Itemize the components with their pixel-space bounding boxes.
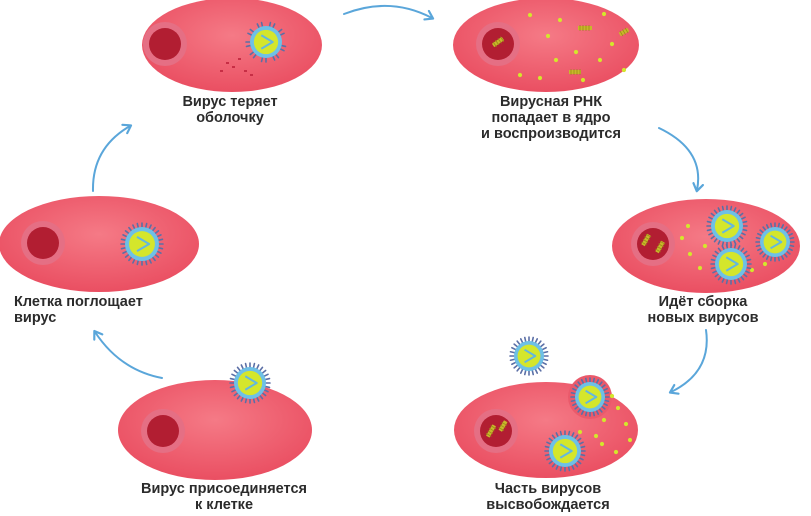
rna-strand (491, 36, 505, 48)
cell-attachment (118, 380, 312, 480)
caption-replication: Вирусная РНК попадает в ядро и воспроизв… (461, 94, 641, 142)
caption-line: Идёт сборка (658, 294, 748, 310)
virus-particle (570, 377, 610, 417)
rna-strand (578, 25, 592, 31)
virus-particle (755, 222, 795, 262)
virus-particle (245, 21, 287, 63)
caption-line: к клетке (194, 497, 254, 513)
caption-line: оболочку (196, 110, 264, 126)
rna-strand (641, 233, 652, 247)
virus-particle (710, 243, 752, 285)
rna-strand (498, 420, 508, 432)
cell-release (454, 375, 638, 478)
caption-line: Вирус теряет (182, 94, 278, 110)
rna-strand (569, 69, 581, 75)
cell-uncoating (142, 0, 322, 92)
rna-strand (655, 240, 666, 254)
viral-particles (220, 11, 768, 455)
cell-engulfment (0, 196, 199, 292)
virus-particle (509, 336, 549, 376)
cycle-arrow (91, 123, 133, 192)
cycle-arrow (668, 329, 708, 395)
viruses (120, 21, 795, 472)
caption-line: новых вирусов (647, 310, 759, 326)
caption-line: и воспроизводится (481, 126, 621, 142)
caption-release: Часть вирусов высвобождается (478, 481, 618, 513)
rna-strand (618, 27, 630, 37)
virus-particle (229, 362, 271, 404)
caption-line: высвобождается (486, 497, 610, 513)
cell-replication (453, 0, 639, 92)
caption-assembly: Идёт сборка новых вирусов (628, 294, 778, 326)
rna-strand (485, 424, 497, 438)
viral-rna (485, 25, 666, 438)
caption-engulfment: Клетка поглощает вирус (14, 294, 174, 326)
cycle-arrow (93, 329, 163, 379)
caption-line: Клетка поглощает (14, 294, 143, 310)
virus-particle (544, 430, 586, 472)
virus-particle (120, 222, 164, 266)
caption-uncoating: Вирус теряет оболочку (160, 94, 300, 126)
cycle-arrow (658, 127, 704, 193)
caption-line: Часть вирусов (494, 481, 602, 497)
cycle-arrow (343, 5, 435, 21)
caption-line: Вирусная РНК (499, 94, 603, 110)
caption-line: Вирус присоединяется (140, 481, 307, 497)
caption-attachment: Вирус присоединяется к клетке (124, 481, 324, 513)
caption-line: вирус (14, 310, 57, 326)
virus-particle (706, 205, 748, 247)
caption-line: попадает в ядро (491, 110, 611, 126)
